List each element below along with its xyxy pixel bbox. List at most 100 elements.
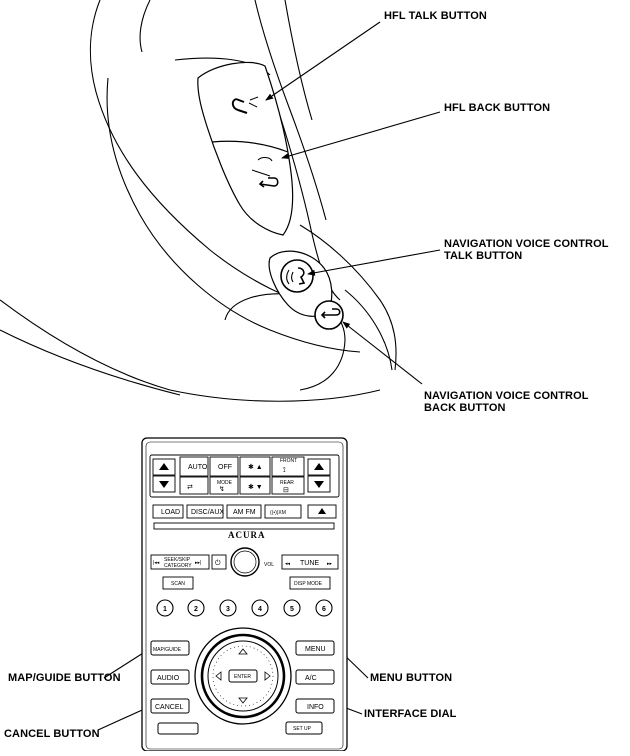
rear-defrost-icon: ⊟ <box>283 487 289 494</box>
hfl-talk-icon <box>231 96 259 114</box>
menu-button[interactable] <box>295 640 335 656</box>
off-label: OFF <box>218 464 232 471</box>
disc-slot <box>153 522 335 530</box>
preset-label-2: 2 <box>194 606 198 613</box>
vol-label: VOL <box>264 562 274 568</box>
recirc-button[interactable] <box>179 476 209 495</box>
ac-button[interactable] <box>295 669 335 685</box>
disc-aux-label: DISC/AUX <box>191 509 224 516</box>
ac-label: A/C <box>305 675 317 682</box>
tune-label: TUNE <box>300 560 319 567</box>
nav-talk-button[interactable] <box>280 259 314 293</box>
tune-right-icon: ▸▸ <box>327 561 333 567</box>
preset-button-4[interactable] <box>251 599 269 617</box>
console-panel: AUTO OFF ✱ ▲ FRONT ⟟ ⇄ MODE ↯ ✱ ▼ REAR ⊟… <box>141 437 348 752</box>
preset-label-6: 6 <box>322 606 326 613</box>
preset-button-6[interactable] <box>315 599 333 617</box>
info-button[interactable] <box>295 698 335 714</box>
menu-label: MENU <box>305 646 326 653</box>
hfl-back-callout: HFL BACK BUTTON <box>444 102 551 114</box>
tune-left-icon: ◂◂ <box>285 561 291 567</box>
climate-arrows <box>159 463 324 488</box>
seek-row <box>150 554 339 570</box>
nav-talk-icon <box>286 267 306 285</box>
preset-label-5: 5 <box>290 606 294 613</box>
scan-button[interactable] <box>162 576 194 590</box>
enter-button[interactable] <box>228 669 258 683</box>
am-fm-label: AM FM <box>233 509 256 516</box>
disp-mode-button[interactable] <box>289 576 331 590</box>
rear-defrost-button[interactable] <box>271 476 305 495</box>
am-fm-button[interactable] <box>226 504 262 519</box>
mode-button[interactable] <box>209 476 239 495</box>
seek-category-label: CATEGORY <box>164 563 192 569</box>
fan-down-button[interactable] <box>239 476 271 495</box>
auto-label: AUTO <box>188 464 208 471</box>
cancel-callout: CANCEL BUTTON <box>4 728 100 740</box>
info-label: INFO <box>307 704 324 711</box>
load-label: LOAD <box>161 509 180 516</box>
fan-up-icon: ✱ ▲ <box>248 463 263 471</box>
nav-cluster <box>150 640 335 735</box>
nav-back-callout-line1: NAVIGATION VOICE CONTROL <box>424 390 589 402</box>
volume-knob-inner <box>233 550 257 574</box>
audio-label: AUDIO <box>157 675 180 682</box>
bottom-left-button[interactable] <box>157 722 199 735</box>
source-row <box>152 504 337 519</box>
preset-row <box>156 599 333 617</box>
cancel-label: CANCEL <box>155 704 184 711</box>
fan-up-button[interactable] <box>239 456 271 477</box>
mode-icon: ↯ <box>219 485 225 493</box>
disc-aux-button[interactable] <box>186 504 224 519</box>
off-button[interactable] <box>209 456 239 477</box>
load-button[interactable] <box>152 504 184 519</box>
nav-talk-callout-line1: NAVIGATION VOICE CONTROL <box>444 238 609 250</box>
brand-logo: ACURA <box>228 530 266 540</box>
cancel-button[interactable] <box>150 698 190 714</box>
dial-direction-arrows <box>215 648 271 704</box>
audio-button[interactable] <box>150 669 190 685</box>
eject-icon <box>318 508 326 514</box>
hfl-button-pod <box>197 61 294 236</box>
recirc-icon: ⇄ <box>187 484 193 491</box>
auto-button[interactable] <box>179 456 209 477</box>
preset-button-3[interactable] <box>219 599 237 617</box>
steering-wheel <box>0 0 397 402</box>
tune-button[interactable] <box>281 554 339 570</box>
preset-label-1: 1 <box>163 606 167 613</box>
map-guide-button[interactable] <box>150 640 190 656</box>
scan-label: SCAN <box>171 581 185 587</box>
front-label: FRONT <box>280 458 297 464</box>
seek-skip-button[interactable] <box>150 554 210 570</box>
map-guide-callout: MAP/GUIDE BUTTON <box>8 672 121 684</box>
nav-back-callout-line2: BACK BUTTON <box>424 402 506 414</box>
menu-callout: MENU BUTTON <box>370 672 453 684</box>
rear-label: REAR <box>280 480 294 486</box>
enter-label: ENTER <box>234 674 251 680</box>
volume-knob[interactable] <box>230 547 260 577</box>
power-button[interactable] <box>211 554 227 570</box>
preset-button-2[interactable] <box>187 599 205 617</box>
preset-button-5[interactable] <box>283 599 301 617</box>
power-icon: ⏻ <box>215 559 221 567</box>
mode-label: MODE <box>217 480 233 486</box>
front-defrost-icon: ⟟ <box>283 467 286 474</box>
setup-button[interactable] <box>285 721 323 735</box>
climate-section <box>149 454 340 498</box>
disp-mode-label: DISP MODE <box>294 581 323 587</box>
seek-skip-label: SEEK/SKIP <box>164 557 191 563</box>
preset-label-4: 4 <box>258 606 262 613</box>
preset-label-3: 3 <box>226 606 230 613</box>
map-guide-label: MAP/GUIDE <box>153 647 182 653</box>
fan-down-icon: ✱ ▼ <box>248 483 263 491</box>
nav-talk-callout-line2: TALK BUTTON <box>444 250 523 262</box>
hfl-talk-callout: HFL TALK BUTTON <box>384 10 487 22</box>
preset-button-1[interactable] <box>156 599 174 617</box>
front-defrost-button[interactable] <box>271 456 305 477</box>
skip-back-icon: |◂◂ <box>153 560 160 566</box>
hfl-back-icon <box>251 157 279 188</box>
skip-forward-icon: ▸▸| <box>195 560 201 566</box>
xm-button[interactable] <box>264 504 302 519</box>
interface-dial-callout: INTERFACE DIAL <box>364 708 457 720</box>
